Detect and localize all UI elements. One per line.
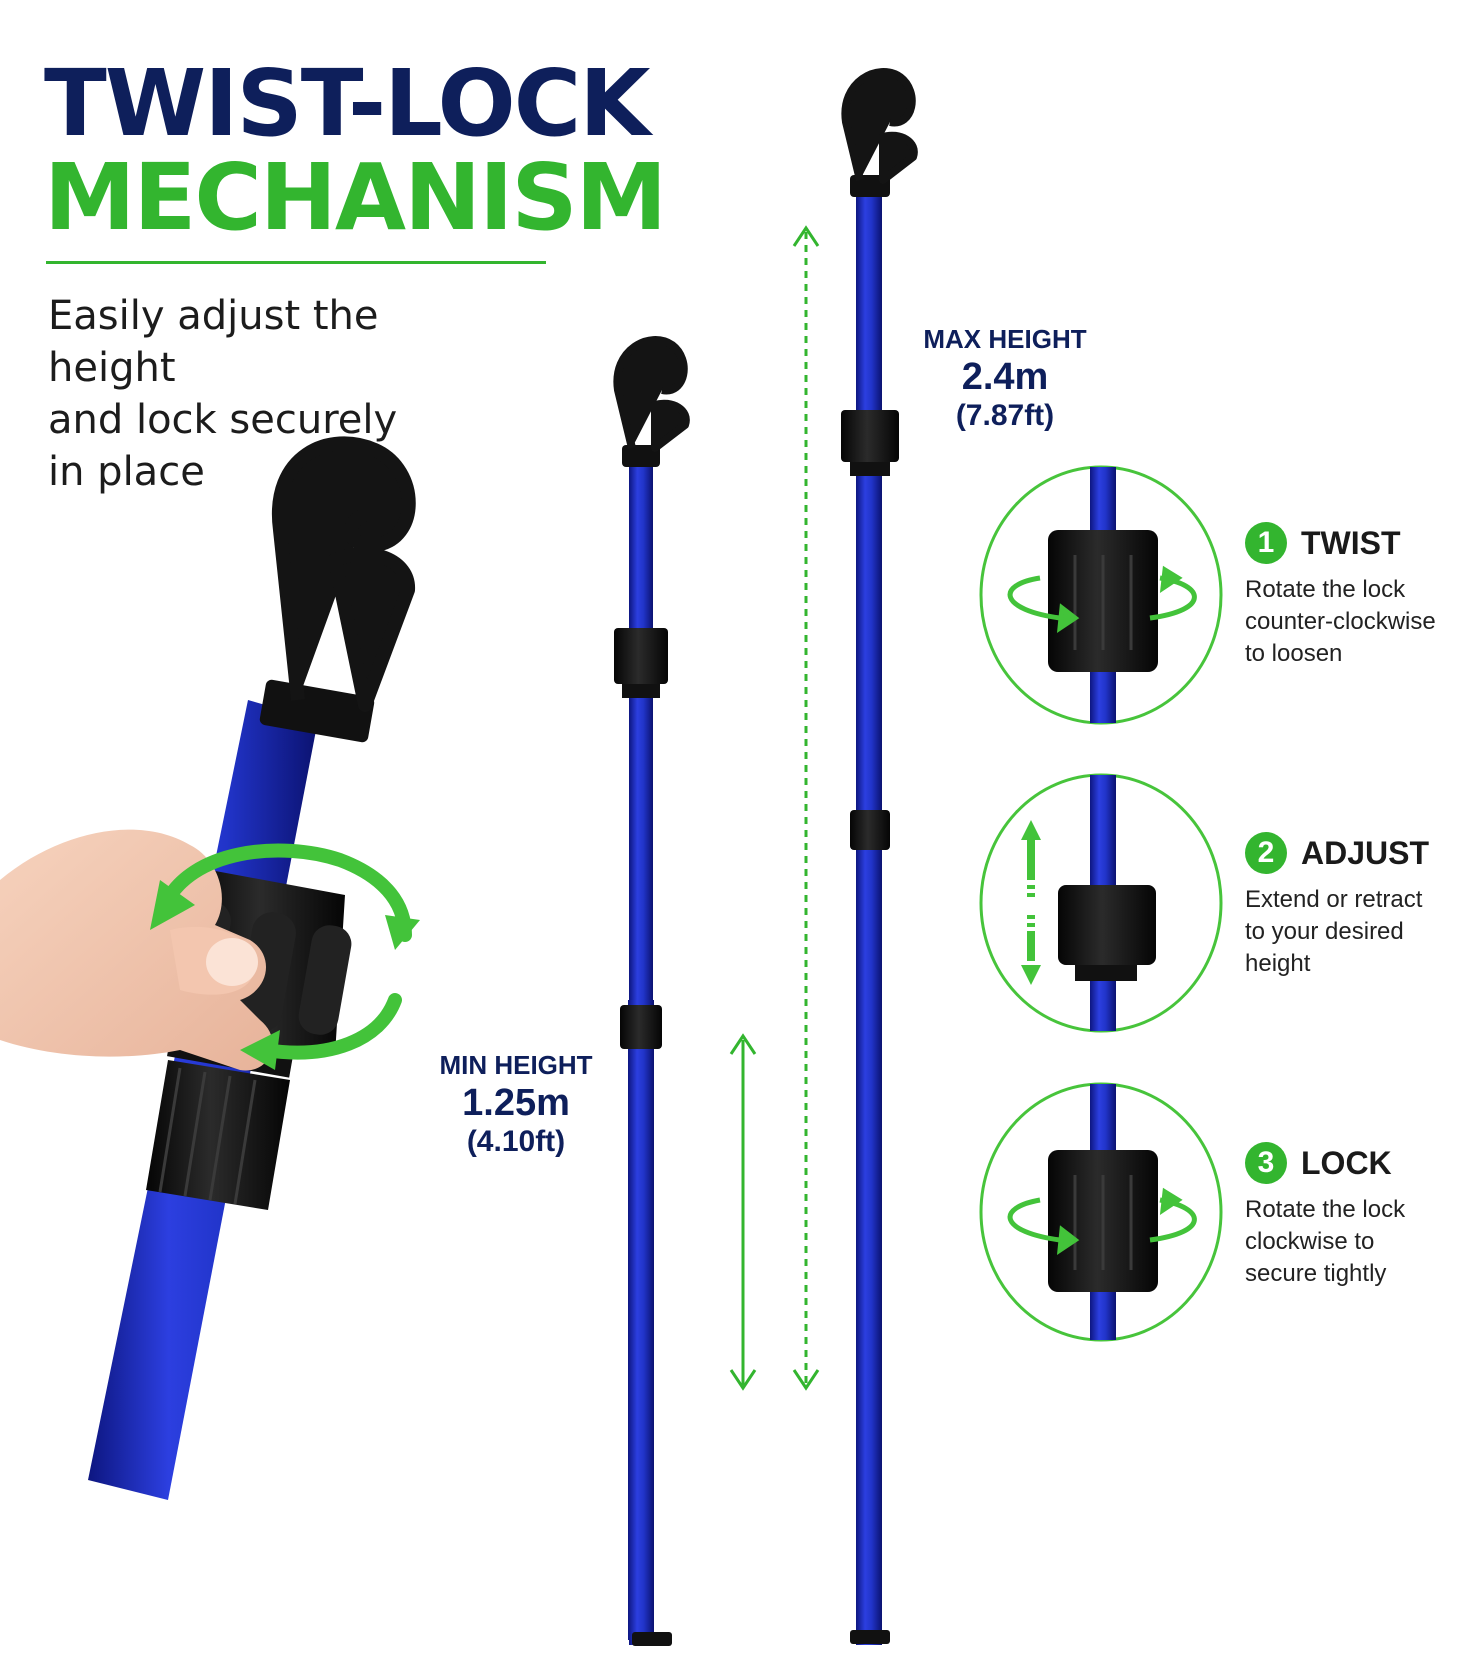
max-height-value: 2.4m (961, 356, 1049, 398)
subtitle-line-3: in place (48, 449, 205, 495)
height-arrow-icon (1021, 820, 1041, 985)
min-height-label: MIN HEIGHT (439, 1050, 593, 1080)
height-arrow-icon (729, 225, 820, 1391)
twist-arrows-icon (1007, 565, 1197, 634)
max-height-alt: (7.87ft) (955, 399, 1055, 432)
step-title: ADJUST (1301, 834, 1430, 871)
step-number-badge: 3 (1245, 1142, 1287, 1184)
hook-icon (271, 436, 416, 712)
step-desc-line: secure tightly (1245, 1260, 1387, 1287)
step-1: 1 TWIST Rotate the lock counter-clockwis… (1245, 522, 1475, 670)
hook-icon (613, 336, 690, 452)
closeup-pole (88, 679, 375, 1500)
step-desc-line: counter-clockwise (1245, 608, 1436, 635)
title-line-1: TWIST-LOCK (44, 50, 651, 157)
step-number-badge: 2 (1245, 832, 1287, 874)
step-desc-line: to your desired (1245, 918, 1404, 945)
subtitle-line-1: Easily adjust the height (48, 293, 379, 391)
step-2: 2 ADJUST Extend or retract to your desir… (1245, 832, 1475, 980)
step-desc-line: height (1245, 950, 1311, 977)
short-pole (613, 336, 690, 1646)
hook-icon (841, 68, 918, 184)
twist-arrows-icon (1007, 1187, 1197, 1256)
step-desc-line: clockwise to (1245, 1228, 1375, 1255)
twist-arrows-icon (150, 843, 420, 1070)
step-desc-line: to loosen (1245, 640, 1343, 667)
min-height-spec: MIN HEIGHT 1.25m (4.10ft) (436, 1050, 596, 1159)
step-title: TWIST (1301, 524, 1401, 561)
subtitle: Easily adjust the height and lock secure… (48, 290, 518, 498)
step-desc-line: Rotate the lock (1245, 1196, 1406, 1223)
step-3: 3 LOCK Rotate the lock clockwise to secu… (1245, 1142, 1475, 1290)
tall-pole (841, 68, 918, 1645)
max-height-spec: MAX HEIGHT 2.4m (7.87ft) (920, 324, 1090, 433)
title-line-2: MECHANISM (44, 144, 667, 251)
title-divider (46, 261, 546, 264)
step-1-illustration (979, 465, 1223, 725)
max-height-label: MAX HEIGHT (923, 324, 1087, 354)
min-height-value: 1.25m (462, 1082, 570, 1124)
subtitle-line-2: and lock securely (48, 397, 398, 443)
step-2-illustration (979, 773, 1223, 1033)
step-desc-line: Extend or retract (1245, 886, 1423, 913)
step-3-illustration (979, 1082, 1223, 1342)
step-desc-line: Rotate the lock (1245, 576, 1406, 603)
hand (0, 829, 273, 1071)
step-title: LOCK (1301, 1144, 1392, 1181)
min-height-alt: (4.10ft) (466, 1125, 566, 1158)
step-number-badge: 1 (1245, 522, 1287, 564)
